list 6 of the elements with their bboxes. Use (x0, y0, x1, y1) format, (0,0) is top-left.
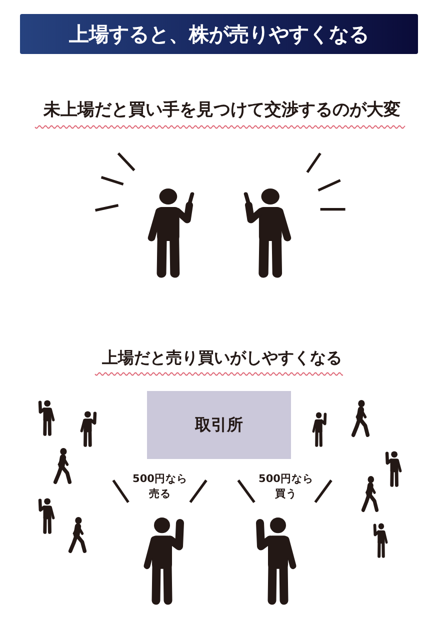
title-banner: 上場すると、株が売りやすくなる (20, 14, 418, 54)
speech-text: 500円なら買う (258, 472, 314, 502)
speech-text: 500円なら売る (132, 472, 188, 502)
section-heading: 未上場だと買い手を見つけて交渉するのが大変 (44, 99, 400, 122)
section-heading: 上場だと売り買いがしやすくなる (102, 347, 342, 369)
exchange-box: 取引所 (147, 391, 291, 459)
